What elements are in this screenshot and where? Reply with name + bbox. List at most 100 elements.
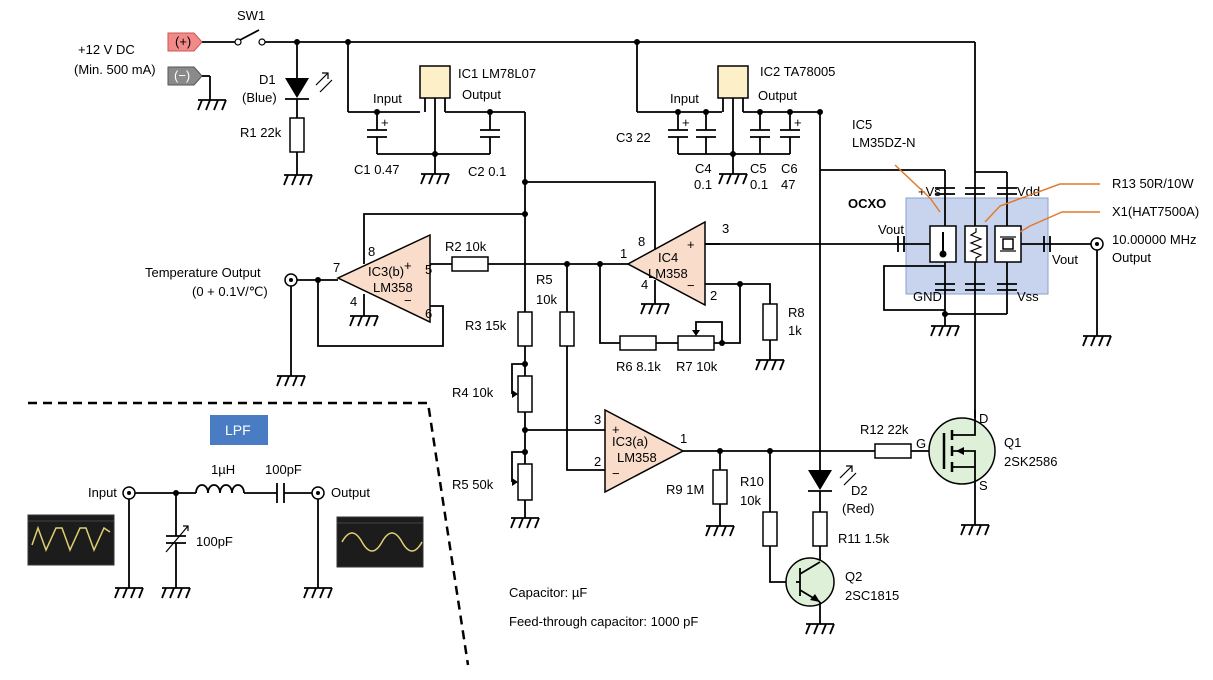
ground-icon [930,325,960,337]
r8-value: 1k [788,323,802,338]
led-d1-icon [285,78,309,98]
r8-label: R8 [788,305,805,320]
c6-label: C6 [781,161,798,176]
ground-icon [161,587,191,599]
r12-label: R12 22k [860,422,909,437]
ic2-input-label: Input [670,91,699,106]
r10-value: 10k [740,493,761,508]
potentiometer-r4 [517,375,533,413]
svg-text:+: + [687,237,695,252]
svg-text:+: + [682,115,690,130]
ic3b-pin7: 7 [333,260,340,275]
q1-part: 2SK2586 [1004,454,1058,469]
ic3a-pin3: 3 [594,412,601,427]
potentiometer-r7 [677,335,715,351]
plus-terminal [167,32,203,52]
heater-driver: R12 22k D G S Q1 2SK2586 [860,410,1058,536]
ic3a-pin2: 2 [594,454,601,469]
ic4-pin8: 8 [638,234,645,249]
r10-label: R10 [740,474,764,489]
ic5-label: IC5 [852,117,872,132]
ic4-pin4: 4 [641,277,648,292]
c4-value: 0.1 [694,177,712,192]
ground-icon [960,524,990,536]
r13-label: R13 50R/10W [1112,176,1194,191]
lpf-badge-text: LPF [225,422,251,438]
ic3a-body [604,408,685,494]
ic3b-body [336,233,431,324]
ic5-part: LM35DZ-N [852,135,916,150]
ground-icon [283,174,313,186]
ground-icon [510,517,540,529]
ic4-body [626,220,706,307]
ic2-body [717,65,749,99]
ic4-pin2: 2 [710,288,717,303]
ic3a-opamp: IC3(a) LM358 + − 3 2 1 R9 1M R10 10k [594,408,875,583]
ground-icon [420,173,450,185]
ic3a-part: LM358 [617,450,657,465]
switch-sw1 [239,29,260,41]
ic4-pin1: 1 [620,246,627,261]
r5-value: 10k [536,292,557,307]
ic3b-opamp: IC3(b) LM358 + − 8 7 5 4 6 R2 10k Temper… [145,213,640,387]
scope-output-waveform [336,516,424,568]
c5-label: C5 [750,161,767,176]
resistor-r6 [619,335,657,351]
ic1-body [419,65,451,99]
svg-text:+: + [794,115,802,130]
resistor-r12 [874,443,912,459]
r2-label: R2 10k [445,239,487,254]
ground-icon [303,587,333,599]
ocxo-vss-label: Vss [1017,289,1039,304]
r1-label: R1 22k [240,125,282,140]
ground-icon [114,587,144,599]
ground-icon [349,315,379,327]
svg-text:−: − [612,466,620,481]
r6-label: R6 8.1k [616,359,661,374]
temperature-output-scale: (0 + 0.1V/℃) [192,284,268,299]
minus-terminal-label: (−) [174,68,190,83]
q1-drain: D [979,411,988,426]
r7-label: R7 10k [676,359,718,374]
ocxo-vout-out-label: Vout [1052,252,1078,267]
c1-label: C1 0.47 [354,162,400,177]
ground-icon [640,303,670,315]
power-input: +12 V DC (Min. 500 mA) (+) (−) SW1 [74,8,975,111]
switch-label: SW1 [237,8,265,23]
ocxo-gnd-label: GND [913,289,942,304]
c6-value: 47 [781,177,795,192]
q1-name: Q1 [1004,435,1021,450]
r4-label: R4 10k [452,385,494,400]
minus-terminal [167,66,203,86]
r5-pot-label: R5 50k [452,477,494,492]
ic2-name: IC2 TA78005 [760,64,835,79]
ocxo-title: OCXO [848,196,886,211]
resistor-r2 [451,256,489,272]
q2-part: 2SC1815 [845,588,899,603]
c4-label: C4 [695,161,712,176]
ocxo-module: OCXO +Vs Vdd Vout Vout GND Vss [700,42,1199,410]
ground-icon [197,99,227,111]
d1-branch: D1 (Blue) R1 22k [240,39,333,186]
ic3b-name: IC3(b) [368,264,404,279]
d1-name: D1 [259,72,276,87]
x1-label: X1(HAT7500A) [1112,204,1199,219]
ground-icon [718,173,748,185]
d1-color: (Blue) [242,90,277,105]
supply-current-label: (Min. 500 mA) [74,62,156,77]
lpf-output-label: Output [331,485,370,500]
ic4-pin3: 3 [722,221,729,236]
plus-terminal-label: (+) [175,34,191,49]
output-frequency: 10.00000 MHz [1112,232,1197,247]
ic3b-pin6: 6 [425,306,432,321]
lpf-input-label: Input [88,485,117,500]
r3-label: R3 15k [465,318,507,333]
ic3a-pin1: 1 [680,431,687,446]
r9-label: R9 1M [666,482,704,497]
q2-name: Q2 [845,569,862,584]
ground-icon [276,375,306,387]
ground-icon [705,525,735,537]
svg-text:+: + [404,258,412,273]
ic1-regulator: IC1 LM78L07 Input Output + C1 0.47 C2 0.… [345,39,536,185]
